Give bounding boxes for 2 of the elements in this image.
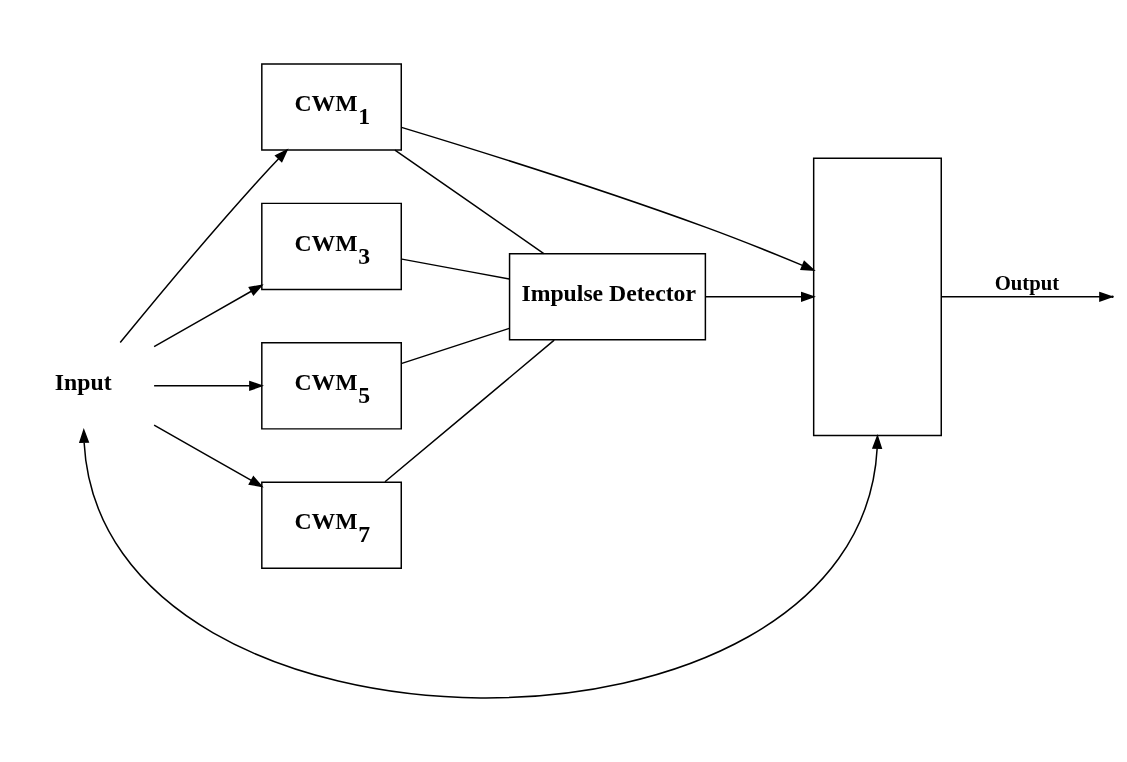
node-text: Input: [54, 369, 112, 395]
edge-label: Output: [994, 271, 1060, 294]
